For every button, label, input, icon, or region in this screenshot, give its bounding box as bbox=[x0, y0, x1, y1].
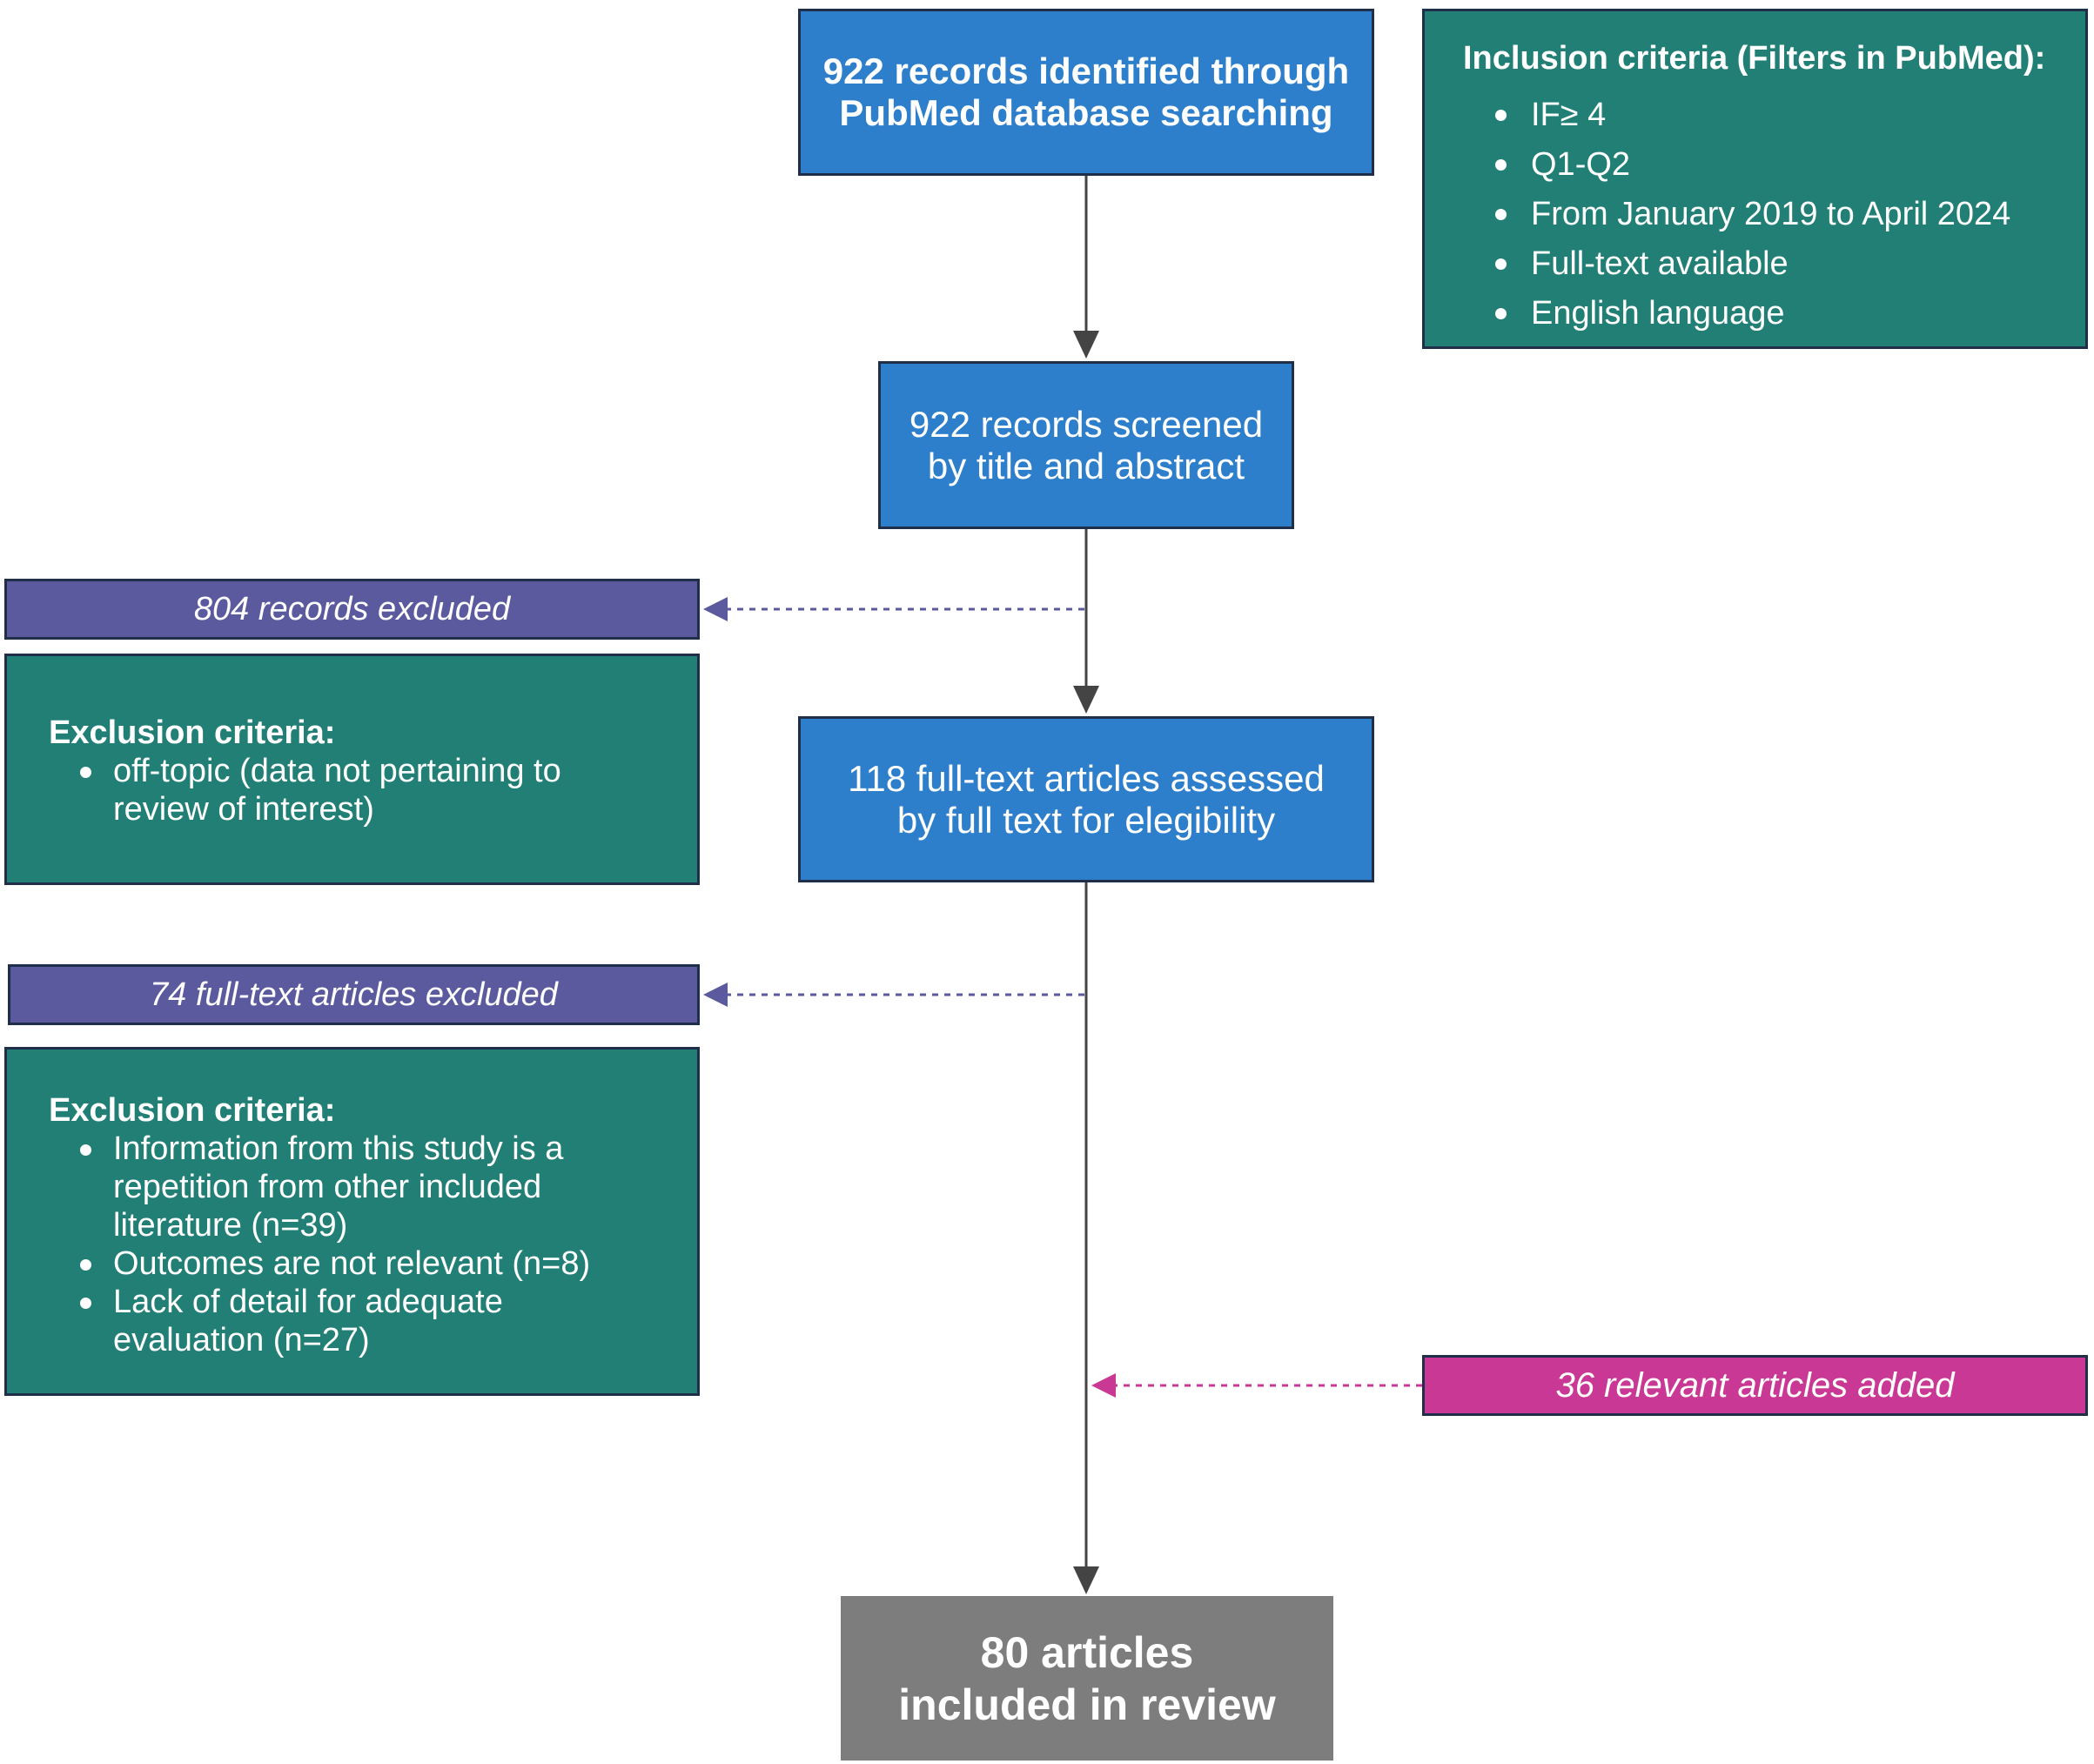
records-screened-box: 922 records screened by title and abstra… bbox=[878, 361, 1294, 529]
fulltext-assessed-box: 118 full-text articles assessed by full … bbox=[798, 716, 1374, 882]
records-identified-box: 922 records identified through PubMed da… bbox=[798, 9, 1374, 176]
inclusion-criteria-list: IF≥ 4 Q1-Q2 From January 2019 to April 2… bbox=[1425, 91, 2086, 339]
exclusion-criteria-title-1: Exclusion criteria: bbox=[49, 714, 336, 751]
exclusion-item: Information from this study is a repetit… bbox=[7, 1130, 695, 1244]
arrowhead-assessed bbox=[1073, 686, 1099, 714]
fulltext-assessed-line-2: by full text for elegibility bbox=[896, 799, 1276, 841]
exclusion-criteria-list-1: off-topic (data not pertaining to review… bbox=[7, 752, 695, 828]
arrowhead-records-excluded bbox=[703, 597, 728, 621]
exclusion-criteria-list-2: Information from this study is a repetit… bbox=[7, 1130, 695, 1359]
arrowhead-added bbox=[1091, 1373, 1116, 1398]
inclusion-criteria-box: Inclusion criteria (Filters in PubMed): … bbox=[1422, 9, 2088, 349]
exclusion-item: Outcomes are not relevant (n=8) bbox=[7, 1244, 695, 1283]
inclusion-item: IF≥ 4 bbox=[1425, 91, 2086, 140]
fulltext-excluded-label: 74 full-text articles excluded bbox=[150, 976, 558, 1013]
records-screened-line-1: 922 records screened bbox=[909, 403, 1264, 445]
inclusion-item: English language bbox=[1425, 289, 2086, 339]
records-identified-line-2: PubMed database searching bbox=[839, 92, 1333, 133]
articles-included-line-2: included in review bbox=[898, 1680, 1276, 1729]
exclusion-item-line: Lack of detail for adequate bbox=[113, 1284, 503, 1320]
records-identified-line-1: 922 records identified through bbox=[822, 50, 1350, 91]
exclusion-item-line: repetition from other included bbox=[113, 1169, 542, 1205]
inclusion-item: From January 2019 to April 2024 bbox=[1425, 190, 2086, 239]
exclusion-criteria-box-1: Exclusion criteria: off-topic (data not … bbox=[4, 654, 700, 885]
exclusion-item: off-topic (data not pertaining to review… bbox=[7, 752, 695, 828]
arrowhead-included bbox=[1073, 1566, 1099, 1594]
exclusion-item-line: literature (n=39) bbox=[113, 1207, 348, 1244]
inclusion-item: Q1-Q2 bbox=[1425, 140, 2086, 190]
articles-included-line-1: 80 articles bbox=[980, 1627, 1194, 1677]
articles-added-label: 36 relevant articles added bbox=[1555, 1365, 1955, 1405]
exclusion-criteria-title-2: Exclusion criteria: bbox=[49, 1092, 336, 1129]
exclusion-criteria-box-2: Exclusion criteria: Information from thi… bbox=[4, 1047, 700, 1396]
fulltext-assessed-line-1: 118 full-text articles assessed bbox=[848, 757, 1325, 799]
articles-included-box: 80 articles included in review bbox=[841, 1596, 1333, 1761]
exclusion-item-line: evaluation (n=27) bbox=[113, 1322, 370, 1358]
arrowhead-fulltext-excluded bbox=[703, 983, 728, 1007]
articles-added-box: 36 relevant articles added bbox=[1422, 1355, 2088, 1416]
records-excluded-box: 804 records excluded bbox=[4, 579, 700, 640]
records-screened-line-2: by title and abstract bbox=[927, 445, 1245, 486]
records-excluded-label: 804 records excluded bbox=[193, 590, 511, 627]
exclusion-item-line: off-topic (data not pertaining to bbox=[113, 753, 561, 789]
exclusion-item-line: Information from this study is a bbox=[113, 1130, 564, 1167]
inclusion-criteria-title: Inclusion criteria (Filters in PubMed): bbox=[1463, 40, 2046, 77]
fulltext-excluded-box: 74 full-text articles excluded bbox=[8, 964, 700, 1025]
exclusion-item: Lack of detail for adequate evaluation (… bbox=[7, 1283, 695, 1359]
inclusion-item: Full-text available bbox=[1425, 239, 2086, 289]
arrowhead-screened bbox=[1073, 331, 1099, 359]
exclusion-item-line: Outcomes are not relevant (n=8) bbox=[113, 1245, 591, 1282]
exclusion-item-line: review of interest) bbox=[113, 791, 374, 828]
